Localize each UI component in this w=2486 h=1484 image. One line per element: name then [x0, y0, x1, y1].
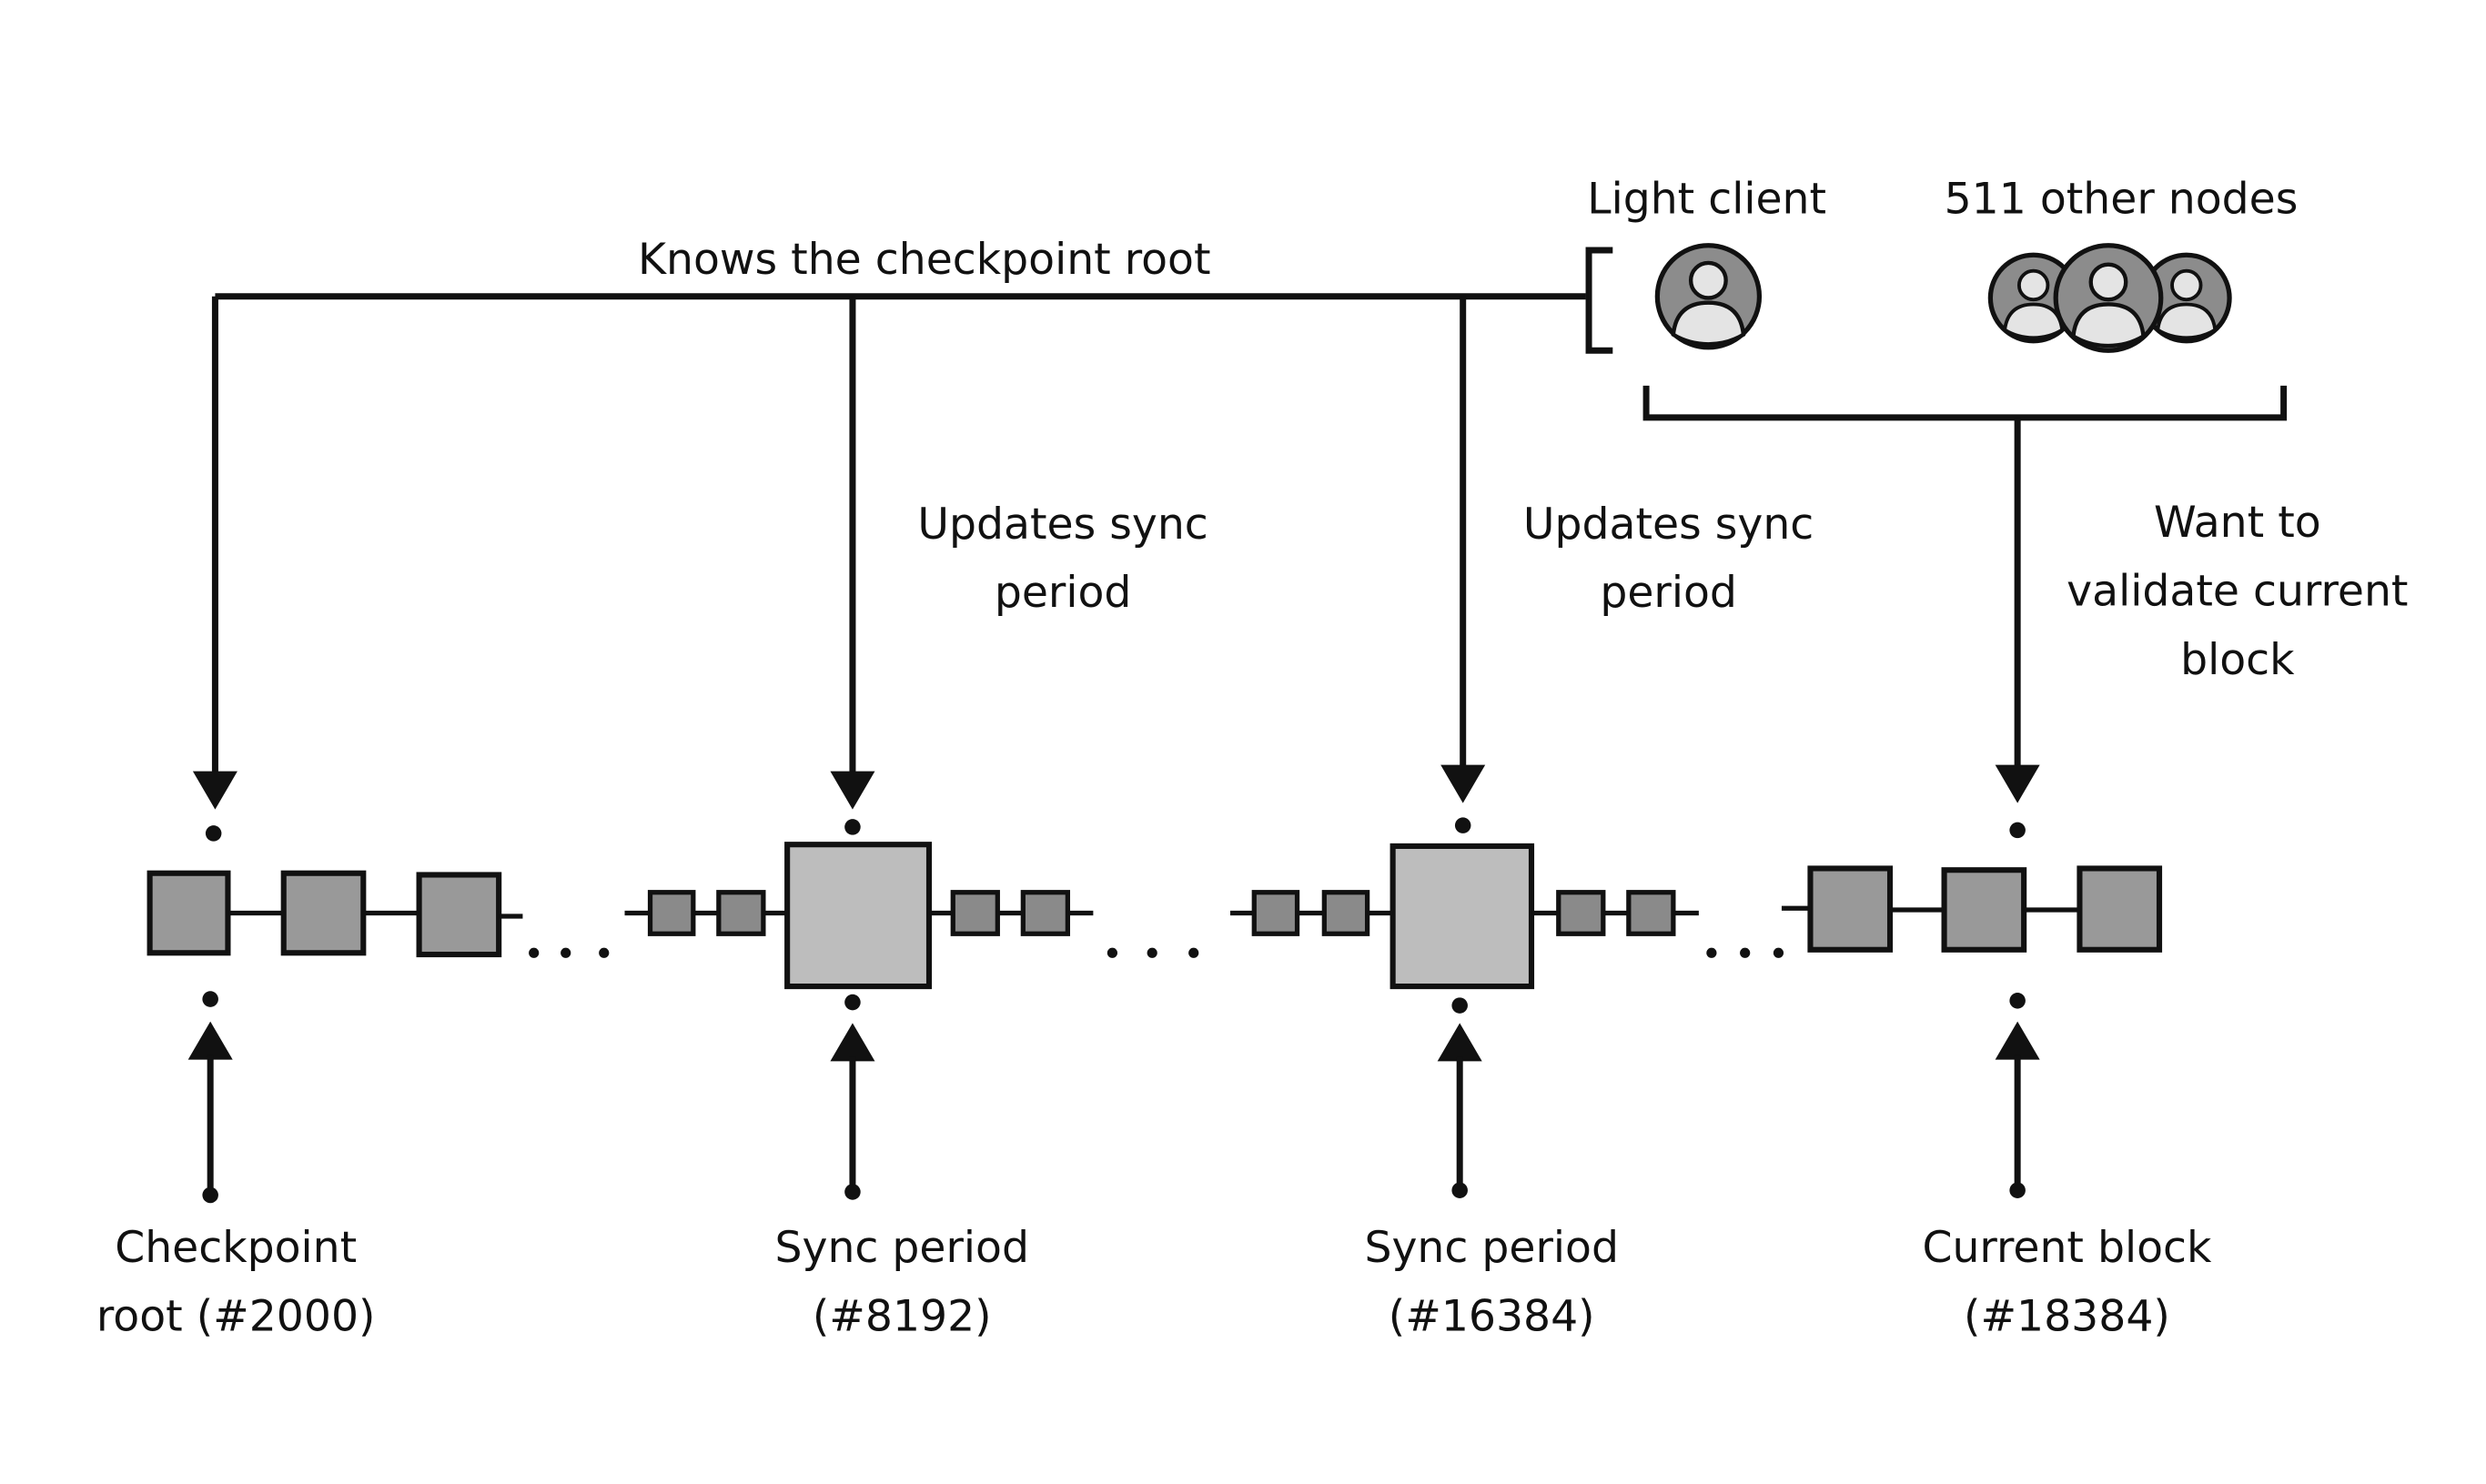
block [280, 870, 367, 956]
small-block [1626, 890, 1676, 936]
small-block [716, 890, 766, 936]
small-block [1321, 890, 1370, 936]
sync-period-2-label-line1: Sync period [1364, 1223, 1619, 1273]
dot-below-checkpoint [202, 991, 218, 1007]
small-block [950, 890, 1000, 936]
arrowhead-down-current [1995, 764, 2040, 803]
arrowhead-down-sync-1 [830, 771, 875, 810]
arrow-up-checkpoint [187, 1021, 233, 1204]
small-block [1020, 890, 1070, 936]
updates-sync-2-line1: Updates sync [1523, 500, 1814, 550]
other-nodes-avatars-icon [1987, 243, 2232, 353]
chain-segment-2 [624, 842, 1199, 990]
light-client-avatar-icon [1654, 243, 1763, 350]
chain-segment-1 [147, 870, 610, 958]
checkpoint-label-line1: Checkpoint [115, 1223, 357, 1273]
dot-below-sync-2 [1451, 997, 1468, 1014]
sync-period-1-label-line2: (#8192) [813, 1291, 992, 1341]
dot-below-sync-1 [844, 994, 861, 1011]
block [1807, 865, 1894, 953]
want-validate-line2: validate current [2067, 566, 2408, 616]
arrow-up-current [1995, 1021, 2040, 1198]
want-validate-line3: block [2180, 635, 2295, 685]
dot-above-sync-2 [1454, 817, 1471, 833]
sync-period-2-label-line2: (#16384) [1389, 1291, 1595, 1341]
small-block [647, 890, 696, 936]
updates-sync-2-line2: period [1600, 568, 1737, 618]
small-block [1556, 890, 1606, 936]
small-block [1251, 890, 1300, 936]
chain-segment-4 [1781, 865, 2163, 953]
dot-above-sync-1 [844, 819, 861, 835]
knows-checkpoint-root-label: Knows the checkpoint root [638, 235, 1210, 285]
light-client-label: Light client [1587, 175, 1826, 225]
block [416, 872, 502, 958]
updates-sync-1-line2: period [995, 568, 1132, 618]
current-block-label-line2: (#18384) [1964, 1291, 2170, 1341]
sync-period-1-label-line1: Sync period [774, 1223, 1029, 1273]
dot-below-current [2009, 993, 2026, 1009]
checkpoint-label-line2: root (#2000) [96, 1291, 376, 1341]
sync-block-16384 [1390, 843, 1535, 990]
arrowhead-down-sync-2 [1440, 764, 1486, 803]
arrowhead-down-checkpoint [192, 771, 237, 810]
sync-block-8192 [784, 842, 933, 990]
block-current [1941, 867, 2027, 953]
other-nodes-label: 511 other nodes [1945, 175, 2299, 225]
arrow-up-sync-2 [1437, 1023, 1482, 1198]
dot-above-current [2009, 822, 2026, 839]
block-checkpoint [147, 870, 231, 956]
want-validate-line1: Want to [2154, 498, 2321, 548]
dot-above-checkpoint [205, 825, 222, 842]
chain-segment-3 [1230, 843, 1784, 990]
light-client-bracket [1585, 247, 1613, 354]
updates-sync-1-line1: Updates sync [917, 500, 1208, 550]
current-block-label-line1: Current block [1922, 1223, 2212, 1273]
nodes-bracket [1642, 385, 2288, 421]
arrow-up-sync-1 [830, 1023, 875, 1200]
block [2077, 865, 2163, 953]
